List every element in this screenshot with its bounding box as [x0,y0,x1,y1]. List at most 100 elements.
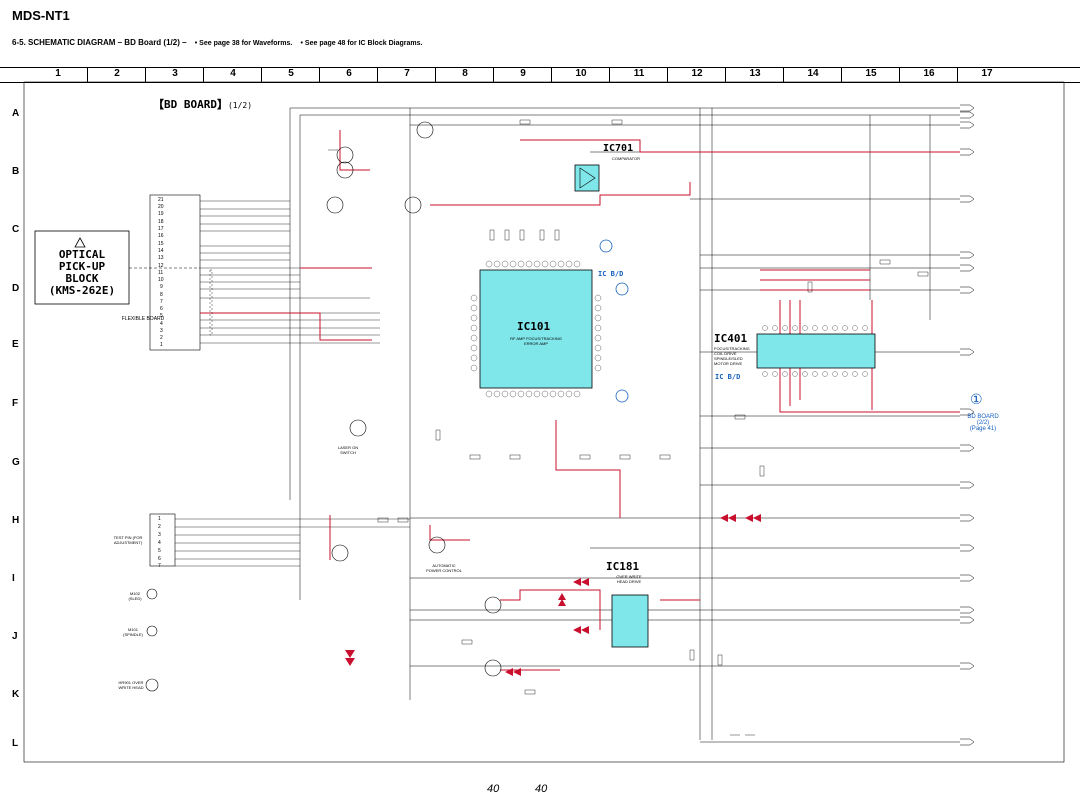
row-i: I [12,573,15,584]
pin-20: 20 [158,204,164,210]
pin-16: 16 [158,233,164,239]
optical-line-4: (KMS-262E) [48,284,116,297]
section-title: 6-5. SCHEMATIC DIAGRAM – BD Board (1/2) … [12,38,187,47]
col-16: 16 [923,68,935,79]
lower-pin-6: 6 [158,556,161,562]
waveforms-note: • See page 38 for Waveforms. [194,40,293,47]
col-divider [957,67,958,82]
col-5: 5 [288,68,294,79]
col-divider [319,67,320,82]
pin-2: 2 [160,335,163,341]
test-pin-label: TEST PIN (FOR ADJUSTMENT) [113,535,143,545]
col-2: 2 [114,68,120,79]
comparator-symbol [579,167,596,189]
auto-power-control-label: AUTOMATIC POWER CONTROL [426,563,462,573]
ref-line-2: (2/2) [976,420,990,426]
ic-block-note: • See page 48 for IC Block Diagrams. [300,40,423,47]
pin-10: 10 [158,277,164,283]
lower-pin-1: 1 [158,516,161,522]
signal-lines [200,130,960,671]
ref-circle-icon: ① [970,391,983,407]
connector-cn101 [149,194,201,351]
row-b: B [12,166,20,177]
col-divider [783,67,784,82]
ic181-subtitle: OVER WRITE HEAD DRIVE [616,574,642,584]
col-11: 11 [633,68,645,79]
ic701-label: IC701 [603,143,634,154]
col-divider [435,67,436,82]
ic401-label: IC401 [714,332,748,345]
board-title-sub: (1/2) [227,101,253,110]
ic101-pins [470,260,602,398]
flexible-board-label: FLEXIBLE BOARD [121,316,165,322]
col-1: 1 [55,68,61,79]
ic-bd-label-2: IC B/D [715,373,741,381]
pin-12: 12 [158,263,164,269]
board-title: 【BD BOARD】(1/2) [153,96,252,112]
section-heading: 6-5. SCHEMATIC DIAGRAM – BD Board (1/2) … [12,38,422,47]
flexible-board-marker [209,269,213,336]
col-3: 3 [172,68,178,79]
col-divider [899,67,900,82]
pin-8: 8 [160,292,163,298]
passive-components [328,119,929,736]
row-c: C [12,224,20,235]
col-divider [377,67,378,82]
pin-6: 6 [160,306,163,312]
pin-11: 11 [158,270,164,276]
col-7: 7 [404,68,410,79]
ref-line-1: BD BOARD [967,414,999,420]
overwrite-head-label: HR901 OVER WRITE HEAD [118,680,144,690]
page-number-right: 40 [535,783,548,795]
ic101-label: IC101 [517,320,551,333]
page-number-left: 40 [487,783,500,795]
pin-4: 4 [160,321,163,327]
row-a: A [12,108,20,119]
pin-1: 1 [160,342,163,348]
callout-circles [599,239,629,403]
col-divider [667,67,668,82]
pin-13: 13 [158,255,164,261]
col-14: 14 [807,68,819,79]
col-13: 13 [749,68,761,79]
col-divider [87,67,88,82]
ic181-chip [611,594,649,648]
warning-icon [74,237,86,248]
connector-wires [175,200,410,567]
col-divider [261,67,262,82]
offpage-connectors [960,104,975,746]
optical-block-frame [34,230,130,305]
lower-pin-3: 3 [158,532,161,538]
lower-pin-7: 7 [158,563,161,569]
col-divider [609,67,610,82]
pin-5: 5 [160,313,163,319]
pin-19: 19 [158,211,164,217]
pin-21: 21 [158,197,164,203]
laser-on-switch-label: LASER ON SWITCH [337,445,359,455]
col-divider [145,67,146,82]
row-j: J [12,631,18,642]
ic401-pins [762,325,868,377]
ic401-chip [756,333,876,369]
pin-18: 18 [158,219,164,225]
ic401-subtitle: FOCUS/TRACKING COIL DRIVE SPINDLE/SLED M… [714,346,750,366]
ref-page-link[interactable]: BD BOARD (2/2) (Page 41) [958,414,1008,432]
row-g: G [12,457,20,468]
row-h: H [12,515,20,526]
col-divider [841,67,842,82]
col-divider [203,67,204,82]
ic181-label: IC181 [606,560,640,573]
row-d: D [12,283,20,294]
col-9: 9 [520,68,526,79]
lower-pin-5: 5 [158,548,161,554]
row-f: F [12,398,19,409]
col-6: 6 [346,68,352,79]
optical-line-2: PICK-UP [58,260,106,273]
pin-14: 14 [158,248,164,254]
col-15: 15 [865,68,877,79]
col-divider [725,67,726,82]
col-17: 17 [981,68,993,79]
sled-motor-label: M102 (SLED) [128,591,142,601]
optical-line-1: OPTICAL [58,248,106,261]
